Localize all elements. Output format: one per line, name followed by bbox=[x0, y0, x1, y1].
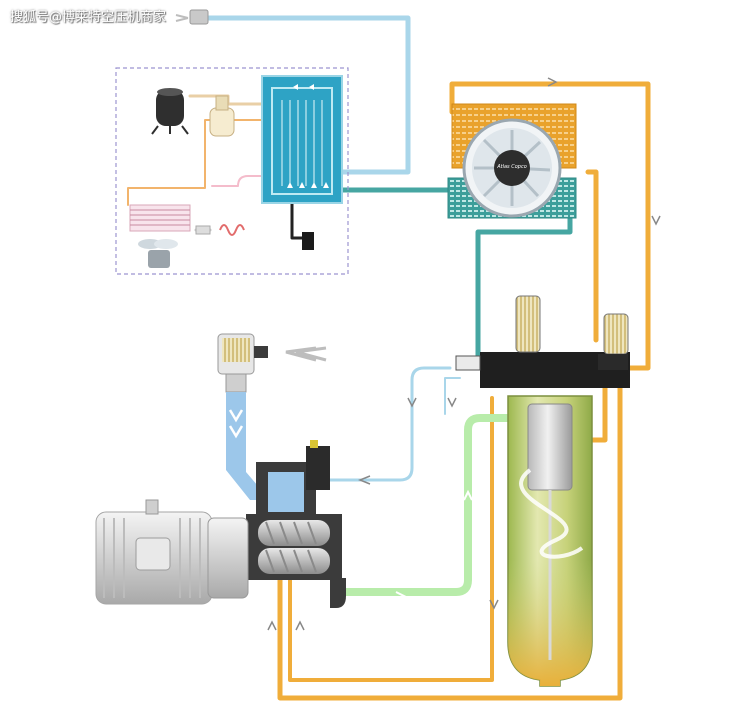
air-outlet-nozzle bbox=[189, 9, 209, 25]
electric-motor bbox=[95, 499, 249, 605]
fan-hub bbox=[494, 150, 530, 186]
control-line-a bbox=[318, 366, 452, 482]
control-arrow bbox=[357, 475, 371, 485]
refrigerant-line-1 bbox=[127, 119, 263, 206]
dryer-inner-coil bbox=[271, 87, 333, 195]
oil-arrow-2 bbox=[489, 599, 499, 610]
control-line-b bbox=[444, 377, 461, 415]
dryer-boundary bbox=[115, 67, 349, 275]
oil-cooler-line bbox=[449, 81, 651, 371]
cooling-fan: Atlas Copco bbox=[462, 118, 562, 218]
solenoid-indicator bbox=[310, 440, 318, 448]
oil-arrow-1 bbox=[267, 620, 305, 631]
oil-cooler-outlet-line bbox=[585, 169, 599, 343]
compressed-air-outlet-line bbox=[202, 15, 411, 175]
top-line-arrow bbox=[547, 77, 558, 87]
swirl-arrow bbox=[519, 468, 584, 559]
condenser-fan bbox=[138, 239, 178, 268]
minimum-pressure-valve bbox=[455, 355, 481, 371]
refrigerant-compressor bbox=[151, 88, 189, 135]
thermostatic-valve bbox=[598, 354, 628, 370]
oil-supply-line bbox=[277, 382, 623, 701]
fan-brand-label: Atlas Copco bbox=[496, 164, 527, 170]
intake-duct-arrow bbox=[228, 409, 244, 439]
inlet-valve bbox=[268, 472, 304, 512]
separator-element bbox=[527, 403, 573, 491]
mixture-arrow-2 bbox=[395, 591, 407, 601]
intake-arrow bbox=[285, 346, 327, 362]
mixture-arrow bbox=[463, 489, 473, 501]
air-oil-mixture-line bbox=[336, 414, 512, 596]
unloader-solenoid bbox=[306, 446, 330, 490]
air-filter-cartridge bbox=[515, 295, 541, 353]
discharge-outlet bbox=[330, 578, 346, 608]
oil-injection-line bbox=[288, 396, 494, 682]
oil-separator-tank bbox=[455, 295, 630, 687]
expansion-valve bbox=[195, 225, 211, 235]
outlet-arrow bbox=[175, 14, 189, 22]
liquid-separator bbox=[209, 107, 235, 137]
flow-arrows bbox=[175, 14, 661, 631]
watermark-text: 搜狐号@博莱特空压机商家 bbox=[10, 10, 167, 25]
capillary-coil bbox=[219, 224, 245, 236]
dryer-drain-valve bbox=[302, 232, 314, 250]
drain-line bbox=[290, 201, 307, 240]
refrigerant-line-3 bbox=[211, 175, 263, 187]
dryer-flow-marks bbox=[281, 100, 323, 186]
refrigerant-condenser bbox=[129, 204, 191, 232]
liquid-separator-cap bbox=[215, 95, 229, 111]
compressor-unit bbox=[95, 333, 346, 608]
right-line-arrow bbox=[651, 215, 661, 226]
condenser-fins bbox=[130, 209, 190, 226]
oil-return-line bbox=[589, 362, 608, 443]
screw-rotors bbox=[258, 520, 330, 574]
inlet-air-filter bbox=[217, 333, 268, 393]
refrigerant-dryer bbox=[115, 67, 349, 275]
aftercooler-return-line bbox=[475, 212, 573, 359]
cooler-assembly: Atlas Copco bbox=[447, 103, 577, 219]
oil-filter-cartridge bbox=[603, 313, 629, 355]
control-arrow-down bbox=[407, 397, 457, 408]
dryer-heat-exchanger bbox=[261, 75, 343, 204]
